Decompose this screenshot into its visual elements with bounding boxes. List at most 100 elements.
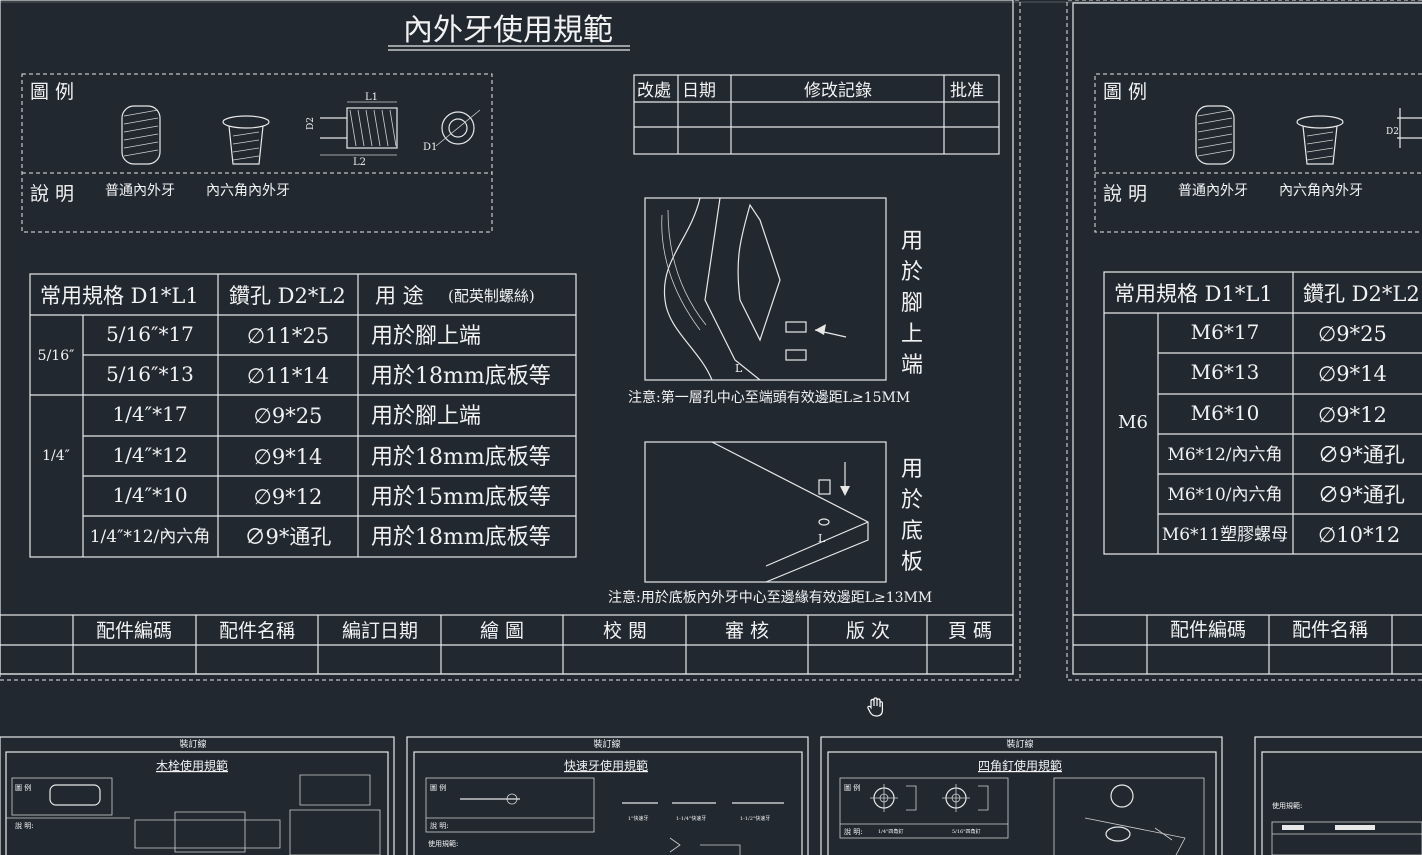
title-block-cell-2: 配件名稱 xyxy=(219,620,295,642)
right-spec-row-6-size: M6*11塑膠螺母 xyxy=(1162,525,1288,545)
right-spec-row-3-size: M6*10 xyxy=(1191,401,1260,425)
right-legend-label: 圖 例 xyxy=(1103,81,1147,103)
title-block-cell-1: 配件編碼 xyxy=(96,620,172,642)
thumb-2-desc: 說 明: xyxy=(430,821,449,830)
spec-row-5-size: 1/4″*10 xyxy=(112,483,187,507)
thumb-2-note: 使用規範: xyxy=(428,839,458,848)
thumb-3-binding: 裝訂線 xyxy=(1006,738,1033,750)
spec-row-2-drill: ∅11*14 xyxy=(247,364,329,388)
thumbnail-sheet-1[interactable]: 裝訂線 木栓使用規範 圖 例 說 明: xyxy=(0,736,395,855)
thumb-1-legend: 圖 例 xyxy=(15,783,31,792)
spec-row-3-size: 1/4″*17 xyxy=(112,402,187,426)
fig-top-dim: L xyxy=(735,362,743,375)
thumb-1-desc: 說 明: xyxy=(15,821,34,830)
thumb-2-item-3: 1-1/2"快速牙 xyxy=(740,815,770,822)
legend-label: 圖 例 xyxy=(30,81,74,103)
right-spec-row-2-drill: ∅9*14 xyxy=(1318,362,1387,386)
spec-table: 常用規格 D1*L1 鑽孔 D2*L2 用 途 (配英制螺絲) 5/16″ 1/… xyxy=(29,273,577,558)
thumb-1-binding: 裝訂線 xyxy=(179,738,206,750)
thumb-2-item-2: 1-1/4"快速牙 xyxy=(676,815,706,822)
thumb-3-desc: 說 明: xyxy=(844,827,863,836)
right-spec-row-3-drill: ∅9*12 xyxy=(1318,403,1387,427)
thumb-2-legend: 圖 例 xyxy=(430,783,446,792)
fig-bottom-dim: L xyxy=(818,532,826,545)
figure-leg-top: L 注意:第一層孔中心至端頭有效邊距L≥15MM 用於腳上端 xyxy=(628,197,923,406)
figure-board-bottom: L 注意:用於底板內外牙中心至邊緣有效邊距L≥13MM 用於底板 xyxy=(608,441,932,606)
legend-box: 圖 例 說 明 普通內外牙 內六角內外牙 xyxy=(21,73,493,233)
fig-top-vertical: 用於腳上端 xyxy=(901,229,923,378)
spec-row-4-drill: ∅9*14 xyxy=(254,445,323,469)
thumb-3-legend: 圖 例 xyxy=(844,783,860,792)
title-block-cell-6: 審 核 xyxy=(725,620,769,642)
right-spec-row-6-drill: ∅10*12 xyxy=(1318,523,1400,547)
spec-row-5-drill: ∅9*12 xyxy=(254,485,323,509)
thumbnail-sheet-3[interactable]: 裝訂線 四角釘使用規範 圖 例 說 明: 1/4"四角釘 5/16"四角釘 xyxy=(820,736,1223,855)
spec-row-5-use: 用於15mm底板等 xyxy=(371,485,551,510)
spec-header-use-note: (配英制螺絲) xyxy=(448,287,535,305)
spec-row-1-drill: ∅11*25 xyxy=(247,324,329,348)
legend-item-1: 普通內外牙 xyxy=(105,183,175,199)
dim-l2: L2 xyxy=(353,157,366,168)
title-block: 配件編碼配件名稱編訂日期繪 圖校 閱審 核版 次頁 碼 xyxy=(0,614,1014,675)
spec-group-1-4: 1/4″ xyxy=(42,448,70,464)
right-legend-item-2: 內六角內外牙 xyxy=(1279,183,1363,199)
title-block-cell-4: 繪 圖 xyxy=(480,620,524,642)
threaded-insert-icon xyxy=(121,105,161,165)
spec-header-drill: 鑽孔 D2*L2 xyxy=(229,284,346,308)
right-spec-row-5-size: M6*10/內六角 xyxy=(1167,485,1282,505)
spec-header-use: 用 途 xyxy=(375,284,424,308)
spec-row-6-size: 1/4″*12/內六角 xyxy=(90,527,211,547)
right-spec-header-size: 常用規格 D1*L1 xyxy=(1114,282,1273,306)
spec-row-1-use: 用於腳上端 xyxy=(371,324,481,349)
right-spec-row-1-drill: ∅9*25 xyxy=(1318,322,1387,346)
rev-header-date: 日期 xyxy=(682,81,716,101)
dim-l1: L1 xyxy=(365,92,378,103)
spec-row-2-use: 用於18mm底板等 xyxy=(371,364,551,389)
hand-pan-icon xyxy=(866,697,884,717)
spec-row-2-size: 5/16″*13 xyxy=(106,362,194,386)
right-legend-item-1: 普通內外牙 xyxy=(1178,183,1248,199)
revision-table: 改處 日期 修改記錄 批准 xyxy=(633,74,1000,155)
spec-group-5-16: 5/16″ xyxy=(38,348,75,364)
thumbnail-sheet-2[interactable]: 裝訂線 快速牙使用規範 圖 例 說 明: 使用規範: 1"快速牙 1-1/4"快… xyxy=(406,736,809,855)
dimension-drawing: L1 L2 D2 D1 xyxy=(306,92,481,168)
spec-row-4-use: 用於18mm底板等 xyxy=(371,445,551,470)
legend-desc-label: 說 明 xyxy=(30,183,74,205)
right-spec-row-4-size: M6*12/內六角 xyxy=(1167,445,1282,465)
hex-insert-icon xyxy=(222,115,270,165)
right-legend-desc: 說 明 xyxy=(1103,183,1147,205)
right-dim-d2: D2 xyxy=(1386,127,1399,137)
thumbnail-sheet-4[interactable]: 使用規範: xyxy=(1254,736,1422,855)
right-tb-name: 配件名稱 xyxy=(1292,619,1368,641)
right-spec-row-1-size: M6*17 xyxy=(1191,320,1260,344)
sheet-title: 內外牙使用規範 xyxy=(403,13,613,48)
title-block-cell-3: 編訂日期 xyxy=(342,620,418,642)
fig-bottom-note: 注意:用於底板內外牙中心至邊緣有效邊距L≥13MM xyxy=(608,589,932,606)
rev-header-change: 改處 xyxy=(637,81,671,101)
thumb-2-item-1: 1"快速牙 xyxy=(628,815,648,822)
rev-header-record: 修改記錄 xyxy=(804,81,872,101)
thumb-4-note: 使用規範: xyxy=(1272,801,1302,810)
right-spec-header-drill: 鑽孔 D2*L2 xyxy=(1303,282,1420,306)
thumb-2-title: 快速牙使用規範 xyxy=(564,758,648,773)
spec-row-3-use: 用於腳上端 xyxy=(371,404,481,429)
legend-item-2: 內六角內外牙 xyxy=(206,183,290,199)
fig-top-note: 注意:第一層孔中心至端頭有效邊距L≥15MM xyxy=(628,389,910,406)
title-block-cell-5: 校 閱 xyxy=(603,620,647,642)
rev-header-approve: 批准 xyxy=(950,81,984,101)
spec-row-3-drill: ∅9*25 xyxy=(254,404,323,428)
thumb-2-binding: 裝訂線 xyxy=(593,738,620,750)
hex-insert-icon xyxy=(1296,115,1344,165)
threaded-insert-icon xyxy=(1195,105,1235,165)
spec-row-6-use: 用於18mm底板等 xyxy=(371,525,551,550)
dim-d1: D1 xyxy=(423,142,437,153)
dim-d2: D2 xyxy=(306,117,316,130)
spec-row-4-size: 1/4″*12 xyxy=(112,443,187,467)
right-spec-row-2-size: M6*13 xyxy=(1191,360,1260,384)
spec-row-6-drill: ∅9*通孔 xyxy=(245,525,332,549)
spec-row-1-size: 5/16″*17 xyxy=(106,322,194,346)
title-block-cell-7: 版 次 xyxy=(846,620,890,642)
right-spec-group: M6 xyxy=(1118,412,1148,433)
right-tb-code: 配件編碼 xyxy=(1170,619,1246,641)
